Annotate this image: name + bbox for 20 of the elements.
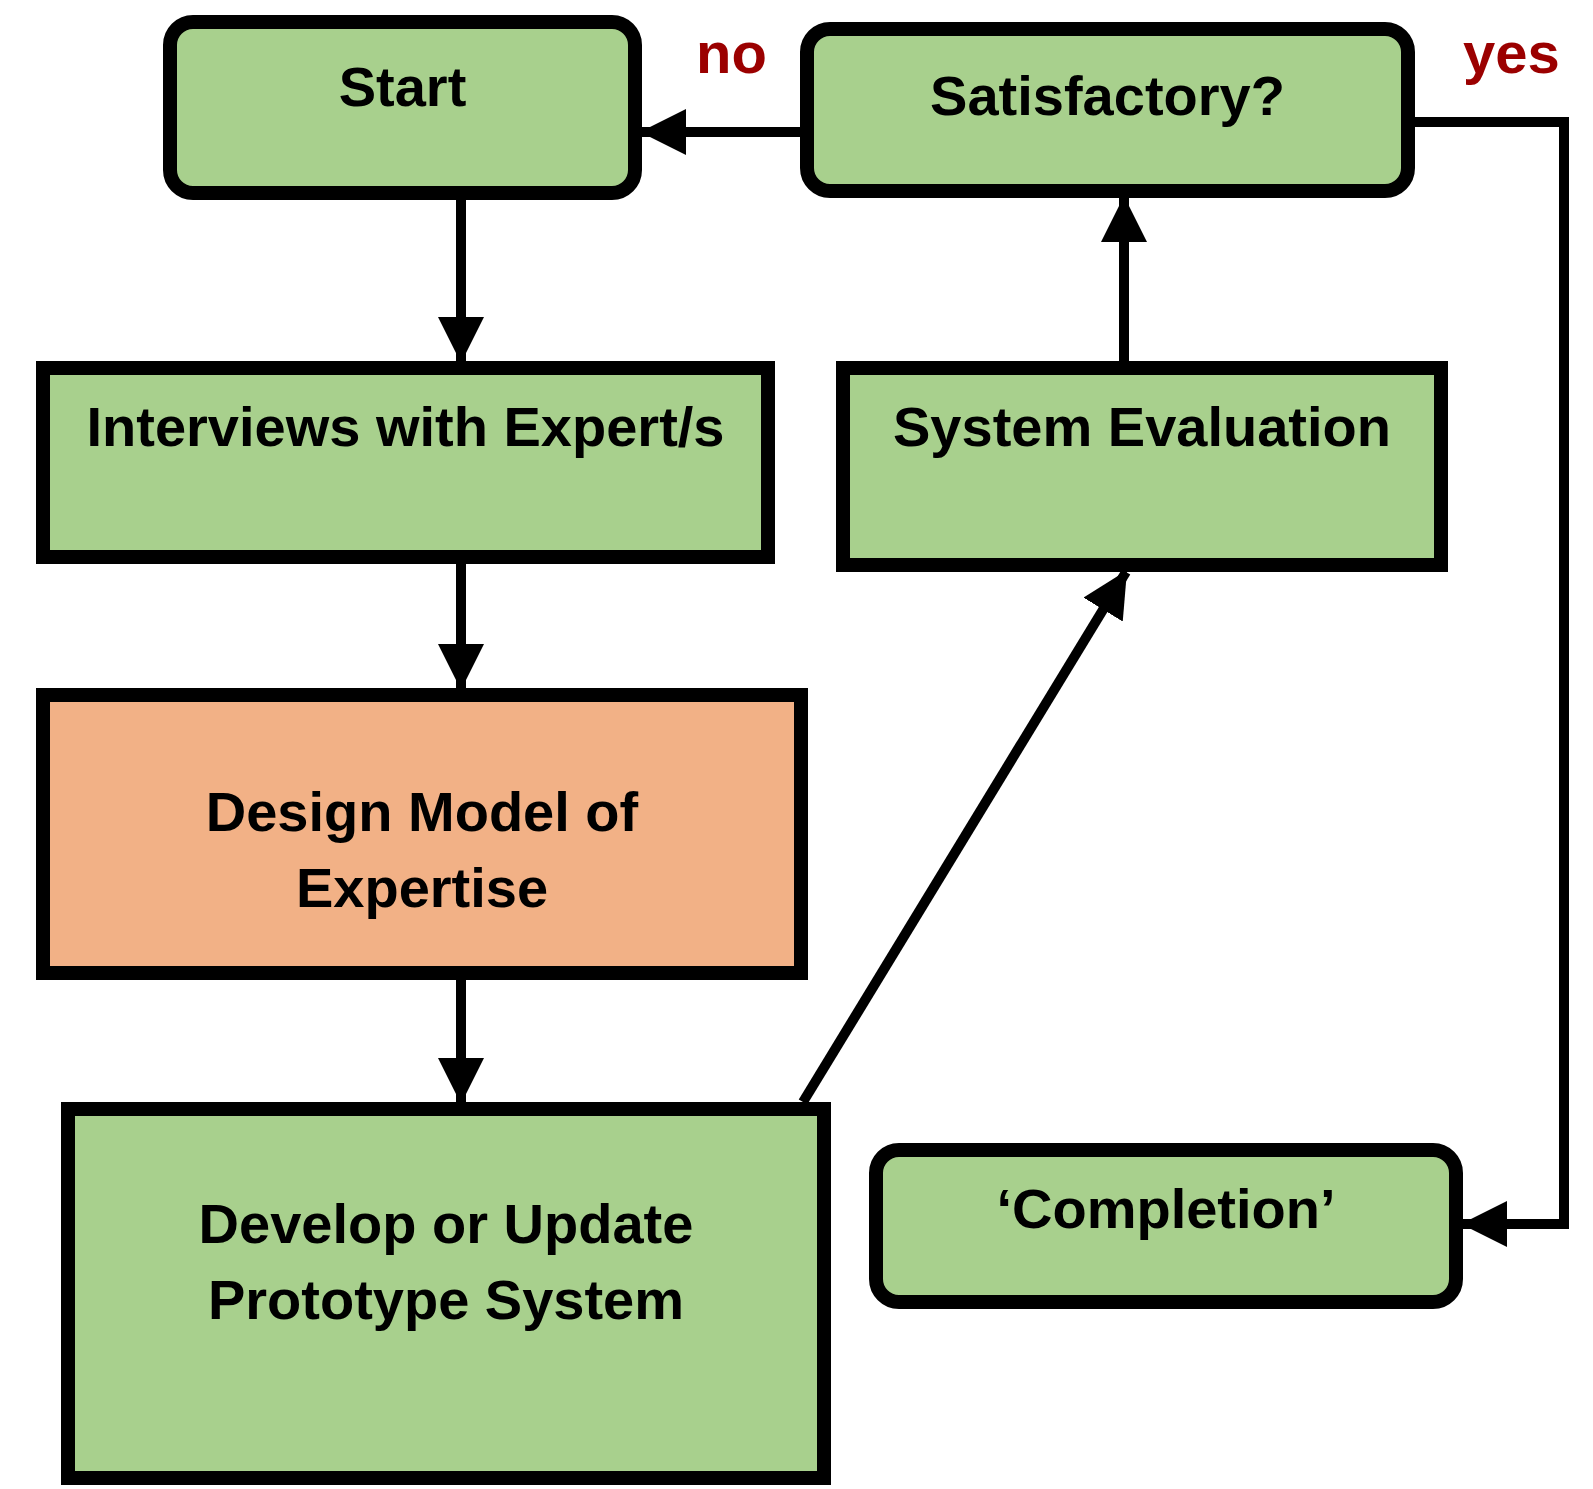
process-box: [36, 688, 808, 980]
process-box: [836, 361, 1448, 572]
process-box: [36, 361, 775, 564]
rounded-process-box: [869, 1143, 1463, 1309]
arrow: [1415, 117, 1569, 1247]
rounded-process-box: [800, 22, 1415, 198]
rounded-process-box: [163, 15, 642, 200]
node-label: Design Model of Expertise: [204, 779, 640, 921]
arrow: [640, 109, 800, 155]
arrow: [438, 980, 484, 1104]
arrow: [1101, 196, 1147, 361]
node-label: Interviews with Expert/s: [86, 394, 725, 460]
node-label: System Evaluation: [893, 394, 1391, 460]
node-label: ‘Completion’: [996, 1176, 1336, 1242]
node-label: Start: [338, 54, 467, 120]
node-label: Satisfactory?: [930, 63, 1285, 129]
node-label: Develop or Update Prototype System: [197, 1191, 695, 1333]
process-box: [61, 1102, 831, 1485]
arrow: [438, 200, 484, 363]
arrow: [438, 564, 484, 690]
